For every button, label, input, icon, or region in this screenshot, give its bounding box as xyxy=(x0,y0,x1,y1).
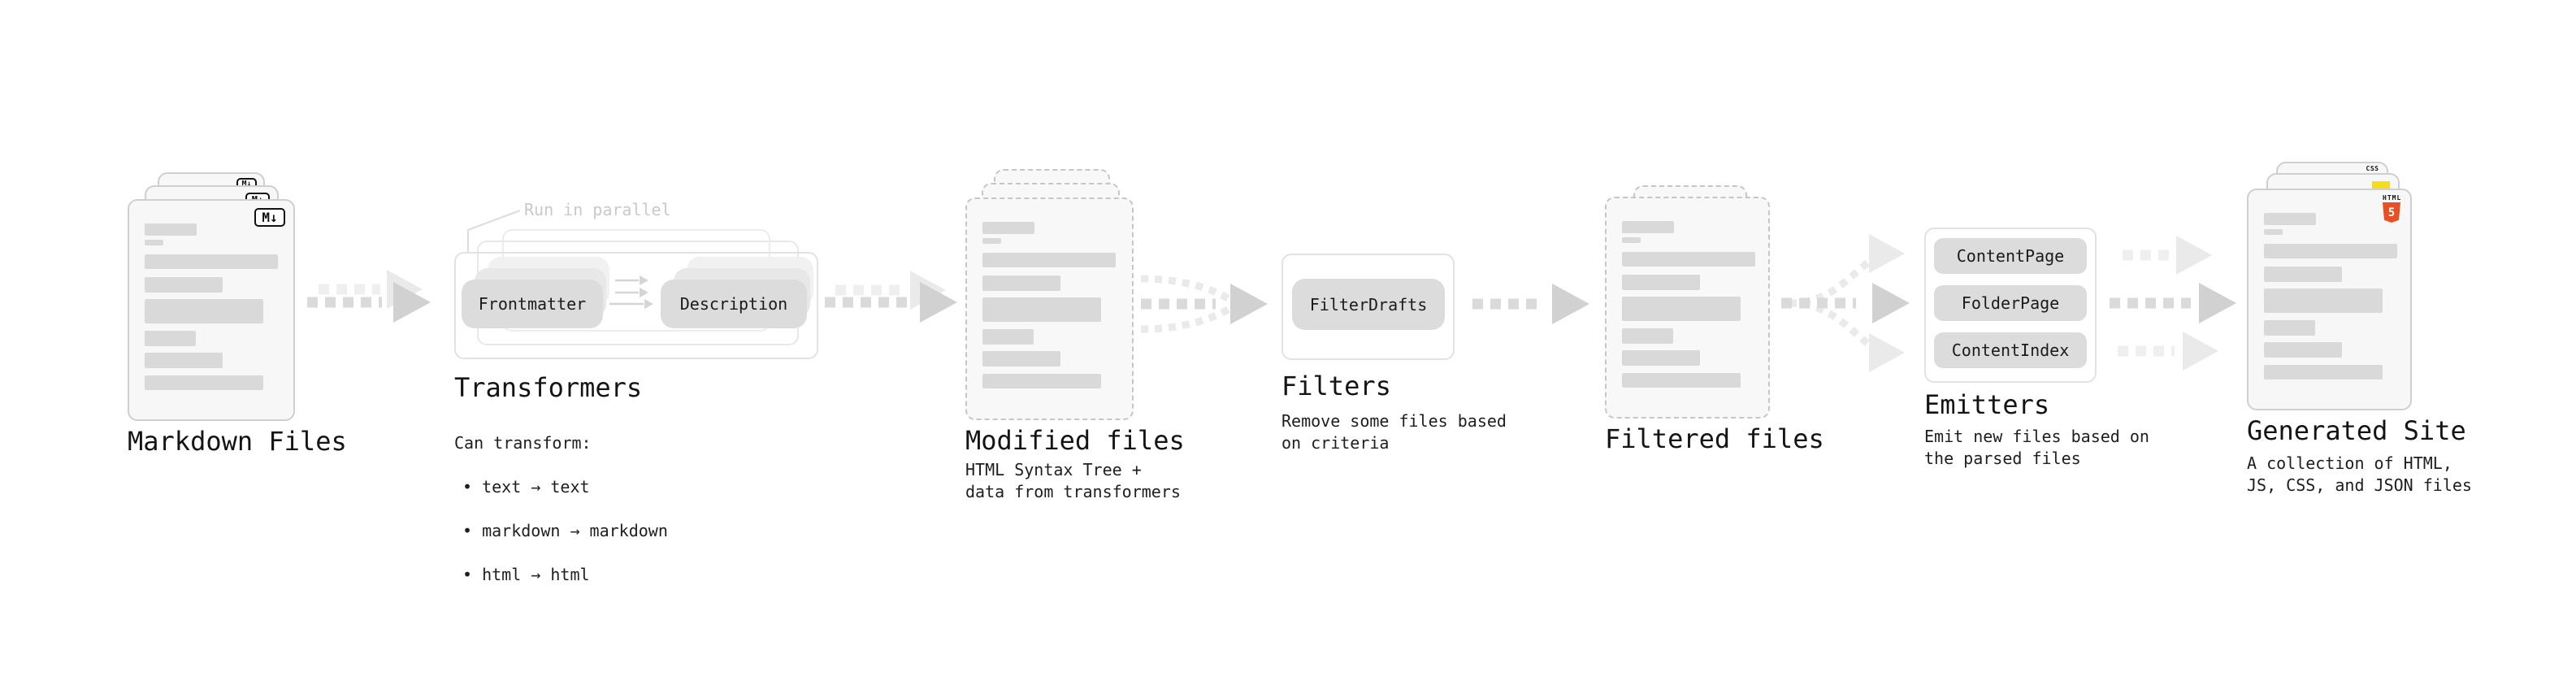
doc-text-line xyxy=(1622,373,1741,388)
html5-label: HTML xyxy=(2383,194,2402,202)
emitter-pill-contentpage: ContentPage xyxy=(1934,238,2087,274)
stage-desc-filters: Remove some files based on criteria xyxy=(1281,411,1507,453)
doc-text-line xyxy=(145,331,196,346)
doc-text-line xyxy=(982,351,1060,367)
doc-text-line xyxy=(1622,328,1673,344)
modified-file-card xyxy=(965,197,1134,420)
doc-text-line xyxy=(982,222,1034,234)
arrow-transformers-to-modified xyxy=(825,271,957,323)
merge-curve-bottom xyxy=(1140,305,1233,333)
doc-text-line xyxy=(1622,297,1741,321)
arrowhead xyxy=(1869,234,1905,273)
doc-text-line xyxy=(982,297,1101,322)
fan-curve-top xyxy=(1789,258,1871,307)
doc-text-line xyxy=(2264,229,2283,235)
doc-text-line xyxy=(982,275,1060,291)
emitter-pill-folderpage: FolderPage xyxy=(1934,285,2087,321)
stage-title-modified-files: Modified files xyxy=(965,425,1185,456)
css-label: CSS xyxy=(2366,165,2379,172)
doc-text-line xyxy=(145,240,163,245)
arrow-markdown-to-transformers xyxy=(307,270,431,323)
transform-bullet: • text → text xyxy=(462,477,590,497)
arrowhead xyxy=(1552,284,1589,324)
thin-arrowhead xyxy=(640,288,648,297)
arrow-filtered-to-emitters xyxy=(1781,234,1910,372)
arrowhead xyxy=(2176,236,2212,275)
stage-desc-emitters: Emit new files based on the parsed files xyxy=(1924,427,2149,468)
doc-text-line xyxy=(982,253,1116,267)
doc-text-line xyxy=(982,329,1034,345)
arrows-emitters-to-generated xyxy=(2110,236,2236,371)
arrowhead xyxy=(393,282,431,323)
fan-curve-bottom xyxy=(1789,299,1871,348)
filtered-file-card xyxy=(1605,197,1770,419)
stage-title-markdown-files: Markdown Files xyxy=(128,426,347,457)
stage-desc-transformers: Can transform: • text → text • markdown … xyxy=(454,410,668,608)
stage-title-generated-site: Generated Site xyxy=(2247,415,2466,446)
doc-text-line xyxy=(2264,244,2397,258)
doc-text-line xyxy=(145,353,223,368)
stage-title-emitters: Emitters xyxy=(1924,389,2050,420)
markdown-badge: M↓ xyxy=(254,208,285,227)
transform-bullet: • markdown → markdown xyxy=(462,521,668,540)
doc-text-line xyxy=(1622,252,1755,267)
note-leader-line xyxy=(467,210,521,252)
stage-desc-modified-files: HTML Syntax Tree + data from transformer… xyxy=(965,460,1181,501)
desc-heading: Can transform: xyxy=(454,433,592,453)
stage-title-transformers: Transformers xyxy=(454,372,643,403)
arrow-modified-to-filters xyxy=(1140,275,1268,333)
arrowhead xyxy=(2199,283,2236,323)
arrowhead xyxy=(2183,332,2218,371)
doc-text-line xyxy=(2264,213,2316,225)
arrowhead xyxy=(1869,333,1905,372)
doc-text-line xyxy=(2264,365,2383,380)
merge-curve-top xyxy=(1140,275,1233,303)
doc-text-line xyxy=(2264,267,2342,282)
doc-text-line xyxy=(145,254,278,269)
transform-bullet: • html → html xyxy=(462,565,590,584)
arrowhead xyxy=(920,282,957,323)
stage-title-filters: Filters xyxy=(1281,371,1391,401)
doc-text-line xyxy=(2264,342,2342,358)
doc-text-line xyxy=(1622,350,1700,366)
doc-text-line xyxy=(145,375,263,390)
doc-text-line xyxy=(1622,237,1641,243)
transformer-group-box xyxy=(454,252,818,359)
thin-arrowhead xyxy=(644,299,653,309)
doc-text-line xyxy=(1622,275,1700,290)
thin-arrowhead xyxy=(640,275,648,285)
arrowhead xyxy=(1230,284,1268,324)
transformer-internal-arrows xyxy=(609,275,653,309)
filter-pill-filterdrafts: FilterDrafts xyxy=(1292,279,1445,330)
doc-text-line xyxy=(145,299,263,323)
markdown-file-card: M↓ xyxy=(128,199,295,421)
doc-text-line xyxy=(982,238,1001,244)
generated-site-card: HTML 5 xyxy=(2247,189,2412,410)
transformer-pill-frontmatter: Frontmatter xyxy=(462,280,603,328)
doc-text-line xyxy=(145,277,223,293)
doc-text-line xyxy=(1622,221,1674,233)
transformer-pill-description: Description xyxy=(661,280,807,328)
doc-text-line xyxy=(2264,288,2383,313)
html5-shield: 5 xyxy=(2383,202,2400,223)
arrowhead xyxy=(1872,283,1910,323)
emitter-pill-contentindex: ContentIndex xyxy=(1934,332,2087,368)
doc-text-line xyxy=(145,223,197,236)
arrow-filters-to-filtered xyxy=(1472,284,1589,324)
doc-text-line xyxy=(982,374,1101,388)
html5-icon: HTML 5 xyxy=(2383,194,2400,223)
run-in-parallel-note: Run in parallel xyxy=(524,200,671,219)
stage-desc-generated-site: A collection of HTML, JS, CSS, and JSON … xyxy=(2247,453,2472,495)
stage-title-filtered-files: Filtered files xyxy=(1605,423,1824,454)
doc-text-line xyxy=(2264,320,2315,336)
